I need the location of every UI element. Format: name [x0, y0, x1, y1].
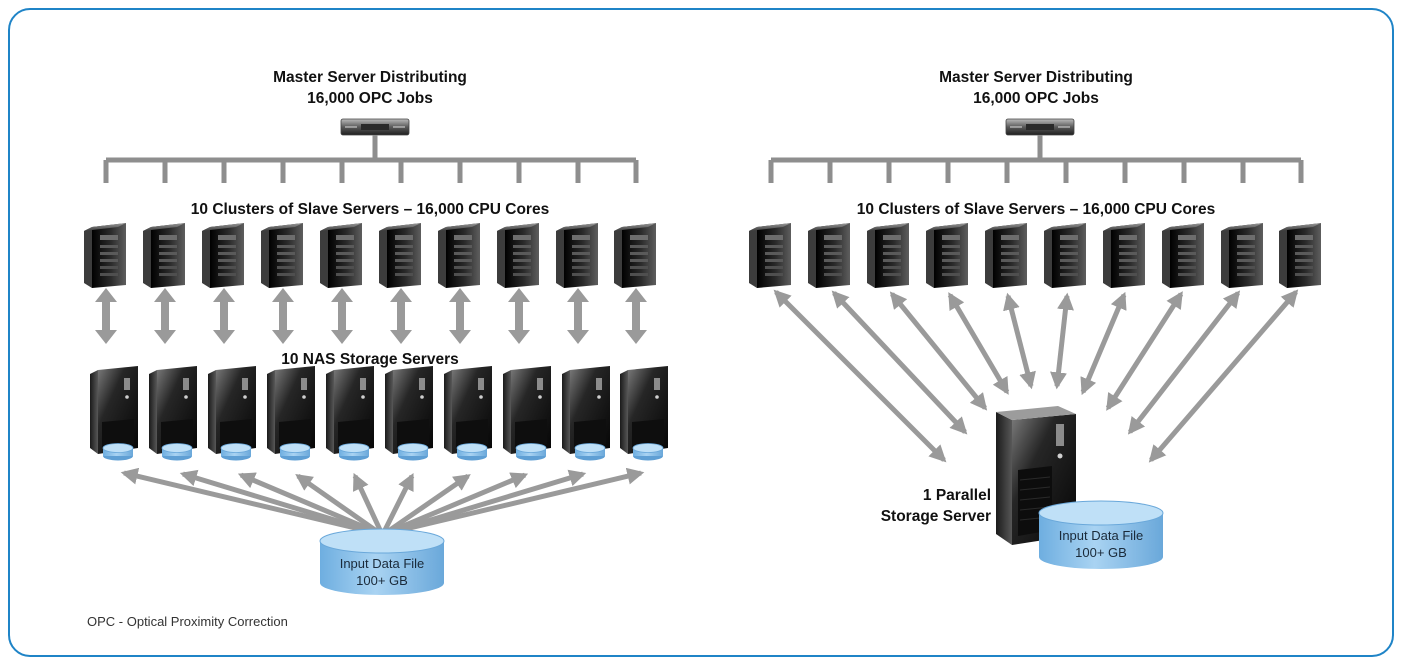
- left-slave-server-icon: [320, 223, 362, 288]
- left-input-file-line1: Input Data File: [340, 556, 425, 571]
- left-nas-disk-icon: [397, 443, 429, 461]
- right-slave-server-icon: [749, 223, 791, 288]
- right-input-file-line1: Input Data File: [1059, 528, 1144, 543]
- left-slave-server-icon: [497, 223, 539, 288]
- right-storage-label-line1: 1 Parallel: [923, 487, 991, 504]
- double-arrow-icon: [508, 288, 530, 344]
- right-slave-servers: [749, 223, 1321, 288]
- left-input-data-file: Input Data File 100+ GB: [319, 528, 445, 595]
- left-slave-server-icon: [202, 223, 244, 288]
- left-nas-server-icon: [208, 366, 256, 454]
- right-input-data-file: Input Data File 100+ GB: [1038, 500, 1164, 569]
- double-arrow-icon: [154, 288, 176, 344]
- left-nas-disk-icon: [456, 443, 488, 461]
- left-bidirectional-arrows: [95, 288, 647, 344]
- right-slave-server-icon: [985, 223, 1027, 288]
- right-distribution-bus: [768, 135, 1304, 183]
- right-slave-server-icon: [808, 223, 850, 288]
- left-input-file-line2: 100+ GB: [356, 573, 408, 588]
- left-nas-disk-icon: [338, 443, 370, 461]
- left-slaves-label: 10 Clusters of Slave Servers – 16,000 CP…: [191, 201, 549, 218]
- left-nas-label: 10 NAS Storage Servers: [281, 351, 458, 368]
- right-slave-server-icon: [1103, 223, 1145, 288]
- left-nas-disk-icon: [220, 443, 252, 461]
- left-slave-server-icon: [143, 223, 185, 288]
- left-nas-server-icon: [326, 366, 374, 454]
- double-arrow-icon: [625, 288, 647, 344]
- double-arrow-icon: [331, 288, 353, 344]
- double-arrow-icon: [213, 288, 235, 344]
- left-slave-server-icon: [261, 223, 303, 288]
- right-diagram: Master Server Distributing 16,000 OPC Jo…: [749, 69, 1321, 569]
- left-nas-disk-icon: [102, 443, 134, 461]
- footnote: OPC - Optical Proximity Correction: [87, 614, 288, 629]
- left-nas-server-icon: [503, 366, 551, 454]
- double-arrow-icon: [272, 288, 294, 344]
- left-fanout-arrows: [120, 467, 645, 535]
- left-nas-servers: [90, 366, 668, 454]
- left-nas-server-icon: [385, 366, 433, 454]
- left-nas-disk-icon: [632, 443, 664, 461]
- left-nas-server-icon: [562, 366, 610, 454]
- right-master-title-line1: Master Server Distributing: [939, 69, 1133, 86]
- left-nas-server-icon: [267, 366, 315, 454]
- right-input-file-line2: 100+ GB: [1075, 545, 1127, 560]
- right-slave-server-icon: [1044, 223, 1086, 288]
- right-slave-server-icon: [926, 223, 968, 288]
- double-arrow-icon: [390, 288, 412, 344]
- right-storage-label-line2: Storage Server: [881, 508, 991, 525]
- right-slave-server-icon: [1279, 223, 1321, 288]
- left-slave-server-icon: [379, 223, 421, 288]
- right-converging-arrows: [773, 289, 1299, 463]
- right-master-server-icon: [1005, 118, 1075, 136]
- right-slave-server-icon: [1221, 223, 1263, 288]
- left-nas-disk-icon: [161, 443, 193, 461]
- right-master-title-line2: 16,000 OPC Jobs: [973, 90, 1099, 107]
- left-nas-disk-icon: [279, 443, 311, 461]
- right-slaves-label: 10 Clusters of Slave Servers – 16,000 CP…: [857, 201, 1215, 218]
- right-slave-server-icon: [1162, 223, 1204, 288]
- left-nas-disk-icon: [574, 443, 606, 461]
- frame-border: [8, 8, 1394, 657]
- left-slave-server-icon: [614, 223, 656, 288]
- double-arrow-icon: [567, 288, 589, 344]
- left-master-server-icon: [340, 118, 410, 136]
- double-arrow-icon: [449, 288, 471, 344]
- double-arrow-icon: [95, 288, 117, 344]
- left-nas-server-icon: [444, 366, 492, 454]
- left-nas-server-icon: [620, 366, 668, 454]
- left-distribution-bus: [103, 135, 639, 183]
- left-nas-server-icon: [149, 366, 197, 454]
- left-slave-servers: [84, 223, 656, 288]
- left-diagram: Master Server Distributing 16,000 OPC Jo…: [84, 69, 668, 595]
- left-nas-disk-icon: [515, 443, 547, 461]
- left-slave-server-icon: [438, 223, 480, 288]
- left-master-title-line2: 16,000 OPC Jobs: [307, 90, 433, 107]
- left-nas-server-icon: [90, 366, 138, 454]
- left-slave-server-icon: [84, 223, 126, 288]
- right-slave-server-icon: [867, 223, 909, 288]
- left-master-title-line1: Master Server Distributing: [273, 69, 467, 86]
- left-nas-disks: [102, 443, 664, 461]
- left-slave-server-icon: [556, 223, 598, 288]
